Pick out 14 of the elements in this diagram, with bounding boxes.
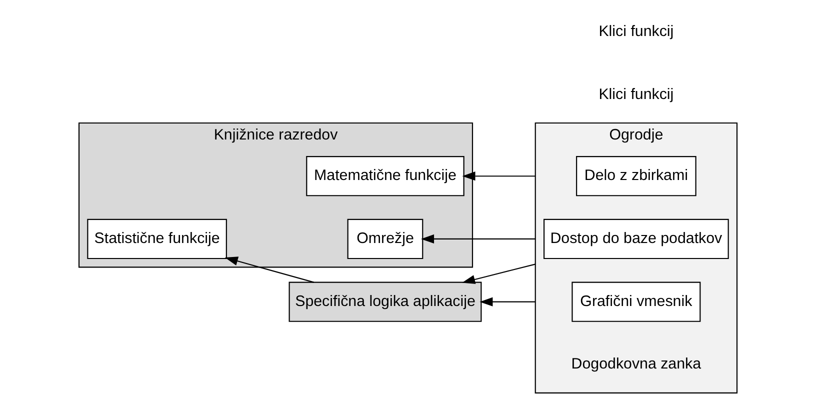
- label: Klici funkcij: [598, 86, 674, 103]
- node-box: Dostop do baze podatkov: [544, 218, 729, 260]
- arrow: [462, 172, 536, 181]
- node-box: Specifična logika aplikacije: [288, 282, 482, 322]
- node-box: Grafični vmesnik: [572, 282, 701, 322]
- label: Klici funkcij: [598, 22, 674, 40]
- node-box: Omrežje: [347, 218, 424, 260]
- arrow: [480, 297, 536, 306]
- node-box: Matematične funkcije: [306, 156, 464, 196]
- node-box: Delo z zbirkami: [576, 156, 696, 196]
- arrow: [421, 234, 536, 244]
- arrow: [462, 264, 536, 284]
- node-box: Statistične funkcije: [87, 218, 227, 260]
- label: Dogodkovna zanka: [571, 356, 702, 373]
